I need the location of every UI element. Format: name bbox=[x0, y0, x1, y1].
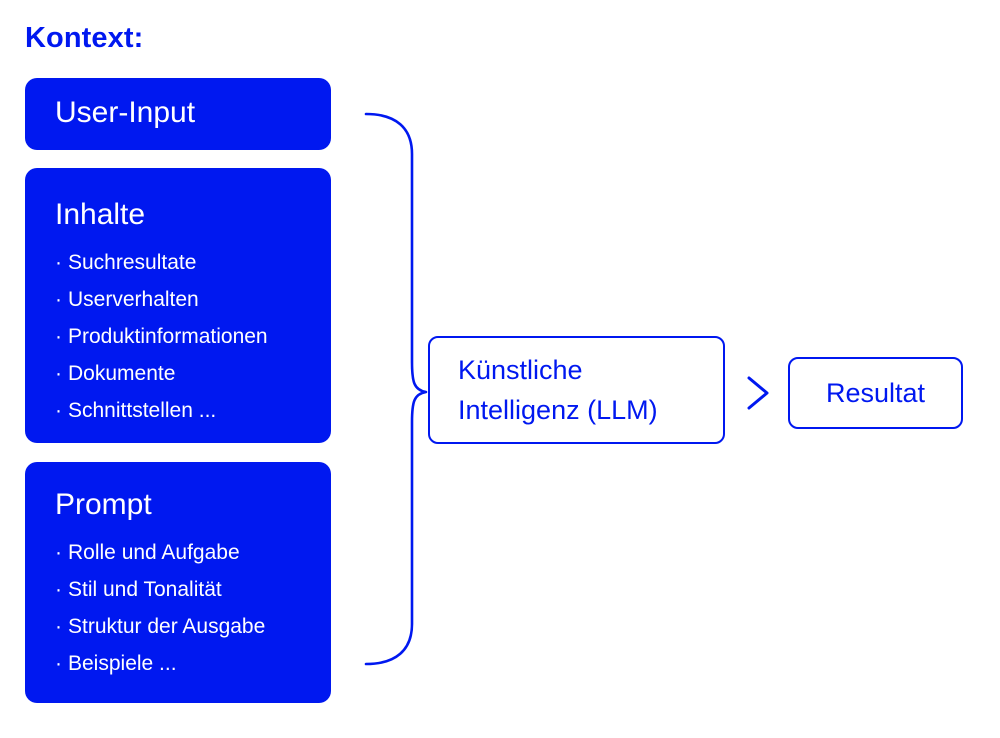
list-item-label: Dokumente bbox=[68, 362, 176, 385]
list-item-label: Produktinformationen bbox=[68, 325, 268, 348]
list-item: · Rolle und Aufgabe bbox=[55, 534, 265, 571]
list-item-label: Suchresultate bbox=[68, 251, 197, 274]
context-card-inhalte: Inhalte · Suchresultate · Userverhalten · P… bbox=[25, 168, 331, 443]
list-item: · Beispiele ... bbox=[55, 645, 265, 682]
list-item: · Dokumente bbox=[55, 355, 268, 392]
bullet-glyph: · bbox=[55, 578, 62, 601]
bullet-glyph: · bbox=[55, 541, 62, 564]
curly-brace-icon bbox=[364, 112, 428, 666]
bullet-glyph: · bbox=[55, 251, 62, 274]
process-box-resultat: Resultat bbox=[788, 357, 963, 429]
list-item: · Schnittstellen ... bbox=[55, 392, 268, 429]
bullet-glyph: · bbox=[55, 288, 62, 311]
process-box-llm-label: Künstliche Intelligenz (LLM) bbox=[458, 355, 658, 425]
chevron-right-icon bbox=[747, 376, 769, 410]
context-card-prompt: Prompt · Rolle und Aufgabe · Stil und Tona… bbox=[25, 462, 331, 703]
card-list-inhalte: · Suchresultate · Userverhalten · Produktin… bbox=[55, 244, 268, 429]
page-title: Kontext: bbox=[25, 22, 144, 54]
card-title-prompt: Prompt bbox=[55, 488, 152, 521]
process-box-resultat-label: Resultat bbox=[825, 378, 926, 408]
card-list-prompt: · Rolle und Aufgabe · Stil und Tonalität ·… bbox=[55, 534, 265, 682]
process-box-llm: Künstliche Intelligenz (LLM) bbox=[428, 336, 725, 444]
list-item-label: Struktur der Ausgabe bbox=[68, 615, 266, 638]
bullet-glyph: · bbox=[55, 362, 62, 385]
list-item-label: Beispiele ... bbox=[68, 652, 177, 675]
list-item: · Userverhalten bbox=[55, 281, 268, 318]
bullet-glyph: · bbox=[55, 652, 62, 675]
list-item-label: Stil und Tonalität bbox=[68, 578, 222, 601]
bullet-glyph: · bbox=[55, 615, 62, 638]
list-item: · Produktinformationen bbox=[55, 318, 268, 355]
bullet-glyph: · bbox=[55, 399, 62, 422]
list-item-label: Rolle und Aufgabe bbox=[68, 541, 240, 564]
list-item-label: Userverhalten bbox=[68, 288, 199, 311]
card-title-user-input: User-Input bbox=[55, 96, 196, 129]
list-item: · Suchresultate bbox=[55, 244, 268, 281]
list-item-label: Schnittstellen ... bbox=[68, 399, 217, 422]
list-item: · Struktur der Ausgabe bbox=[55, 608, 265, 645]
list-item: · Stil und Tonalität bbox=[55, 571, 265, 608]
bullet-glyph: · bbox=[55, 325, 62, 348]
card-title-inhalte: Inhalte bbox=[55, 198, 146, 231]
context-card-user-input: User-Input bbox=[25, 78, 331, 150]
